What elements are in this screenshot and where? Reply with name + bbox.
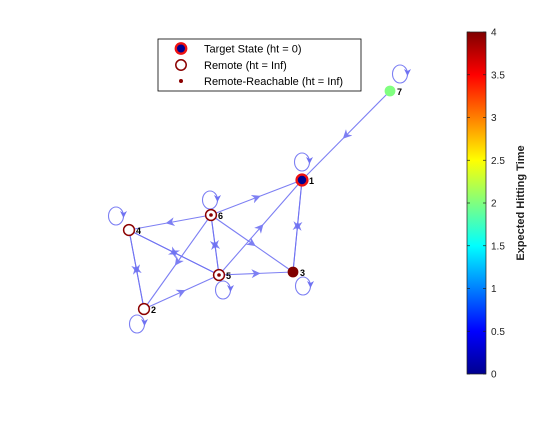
- colorbar-tick-label-4: 2: [491, 199, 497, 210]
- graph-self-loops: [107, 64, 411, 334]
- node-6-label: 6: [218, 211, 223, 221]
- self-loop-1: [293, 152, 311, 172]
- node-1-target: [295, 173, 309, 187]
- node-5-reachable-dot: [217, 273, 221, 277]
- graph-nodes: 1 2 3 4 5 6 7: [122, 85, 402, 316]
- edge-6-to-2: [143, 214, 212, 310]
- node-1-label: 1: [309, 176, 314, 186]
- legend-remote-label: Remote (ht = Inf): [204, 60, 287, 72]
- legend-reachable-marker: [179, 79, 183, 83]
- legend-remote-marker: [175, 59, 187, 71]
- edge-5-to-1: [218, 179, 303, 276]
- self-loop-arrow-4: [120, 211, 127, 218]
- edge-6-to-4: [128, 214, 212, 231]
- edge-3-to-1: [292, 179, 303, 273]
- colorbar-tick-label-1: 0.5: [491, 327, 505, 338]
- colorbar-tick-label-7: 3.5: [491, 70, 505, 81]
- self-loop-arrow-2: [141, 319, 148, 326]
- colorbar-tick-label-0: 0: [491, 370, 497, 381]
- edge-2-to-4: [128, 229, 145, 310]
- legend-target-marker: [174, 42, 188, 55]
- node-2-label: 2: [151, 305, 156, 315]
- colorbar-ticks: 0 0.5 1 1.5 2 2.5 3 3.5 4: [467, 28, 505, 381]
- edge-2-to-5: [143, 274, 220, 310]
- self-loop-5: [214, 280, 232, 300]
- colorbar-label: Expected Hitting Time: [515, 145, 527, 260]
- colorbar-tick-label-2: 1: [491, 284, 497, 295]
- colorbar-tick-label-3: 1.5: [491, 241, 505, 252]
- node-4-label: 4: [136, 226, 141, 236]
- edge-5-to-6: [210, 214, 221, 276]
- self-loop-3: [294, 276, 312, 296]
- edge-7-to-1: [301, 90, 391, 181]
- self-loop-arrow-3: [307, 281, 314, 288]
- node-6-reachable-dot: [209, 213, 213, 217]
- node-3-label: 3: [300, 268, 305, 278]
- node-5-label: 5: [226, 271, 231, 281]
- node-4-remote: [122, 223, 136, 237]
- node-7-label: 7: [397, 87, 402, 97]
- edge-6-to-1: [210, 179, 303, 216]
- legend-reachable-label: Remote-Reachable (ht = Inf): [204, 76, 343, 88]
- self-loop-arrow-7: [404, 69, 411, 76]
- legend-target-label: Target State (ht = 0): [204, 44, 302, 56]
- colorbar: 0 0.5 1 1.5 2 2.5 3 3.5 4 Expected Hitting Time: [466, 28, 527, 381]
- legend: Target State (ht = 0) Remote (ht = Inf) …: [157, 38, 362, 92]
- self-loop-4: [107, 206, 125, 226]
- node-3-valued: [287, 266, 299, 278]
- graph-edges: [128, 90, 391, 310]
- node-2-remote: [137, 302, 151, 316]
- self-loop-arrow-5: [227, 285, 234, 292]
- self-loop-7: [391, 64, 409, 84]
- self-loop-arrow-6: [214, 195, 221, 202]
- self-loop-6: [201, 190, 219, 210]
- edge-5-to-4: [128, 229, 220, 276]
- self-loop-arrow-1: [306, 157, 313, 164]
- colorbar-tick-label-8: 4: [491, 28, 497, 39]
- colorbar-tick-label-6: 3: [491, 113, 497, 124]
- self-loop-2: [128, 314, 146, 334]
- legend-box: [157, 38, 362, 92]
- colorbar-tick-label-5: 2.5: [491, 156, 505, 167]
- edge-6-to-3: [210, 214, 294, 273]
- edge-5-to-3: [218, 269, 294, 279]
- node-7-valued: [384, 85, 396, 97]
